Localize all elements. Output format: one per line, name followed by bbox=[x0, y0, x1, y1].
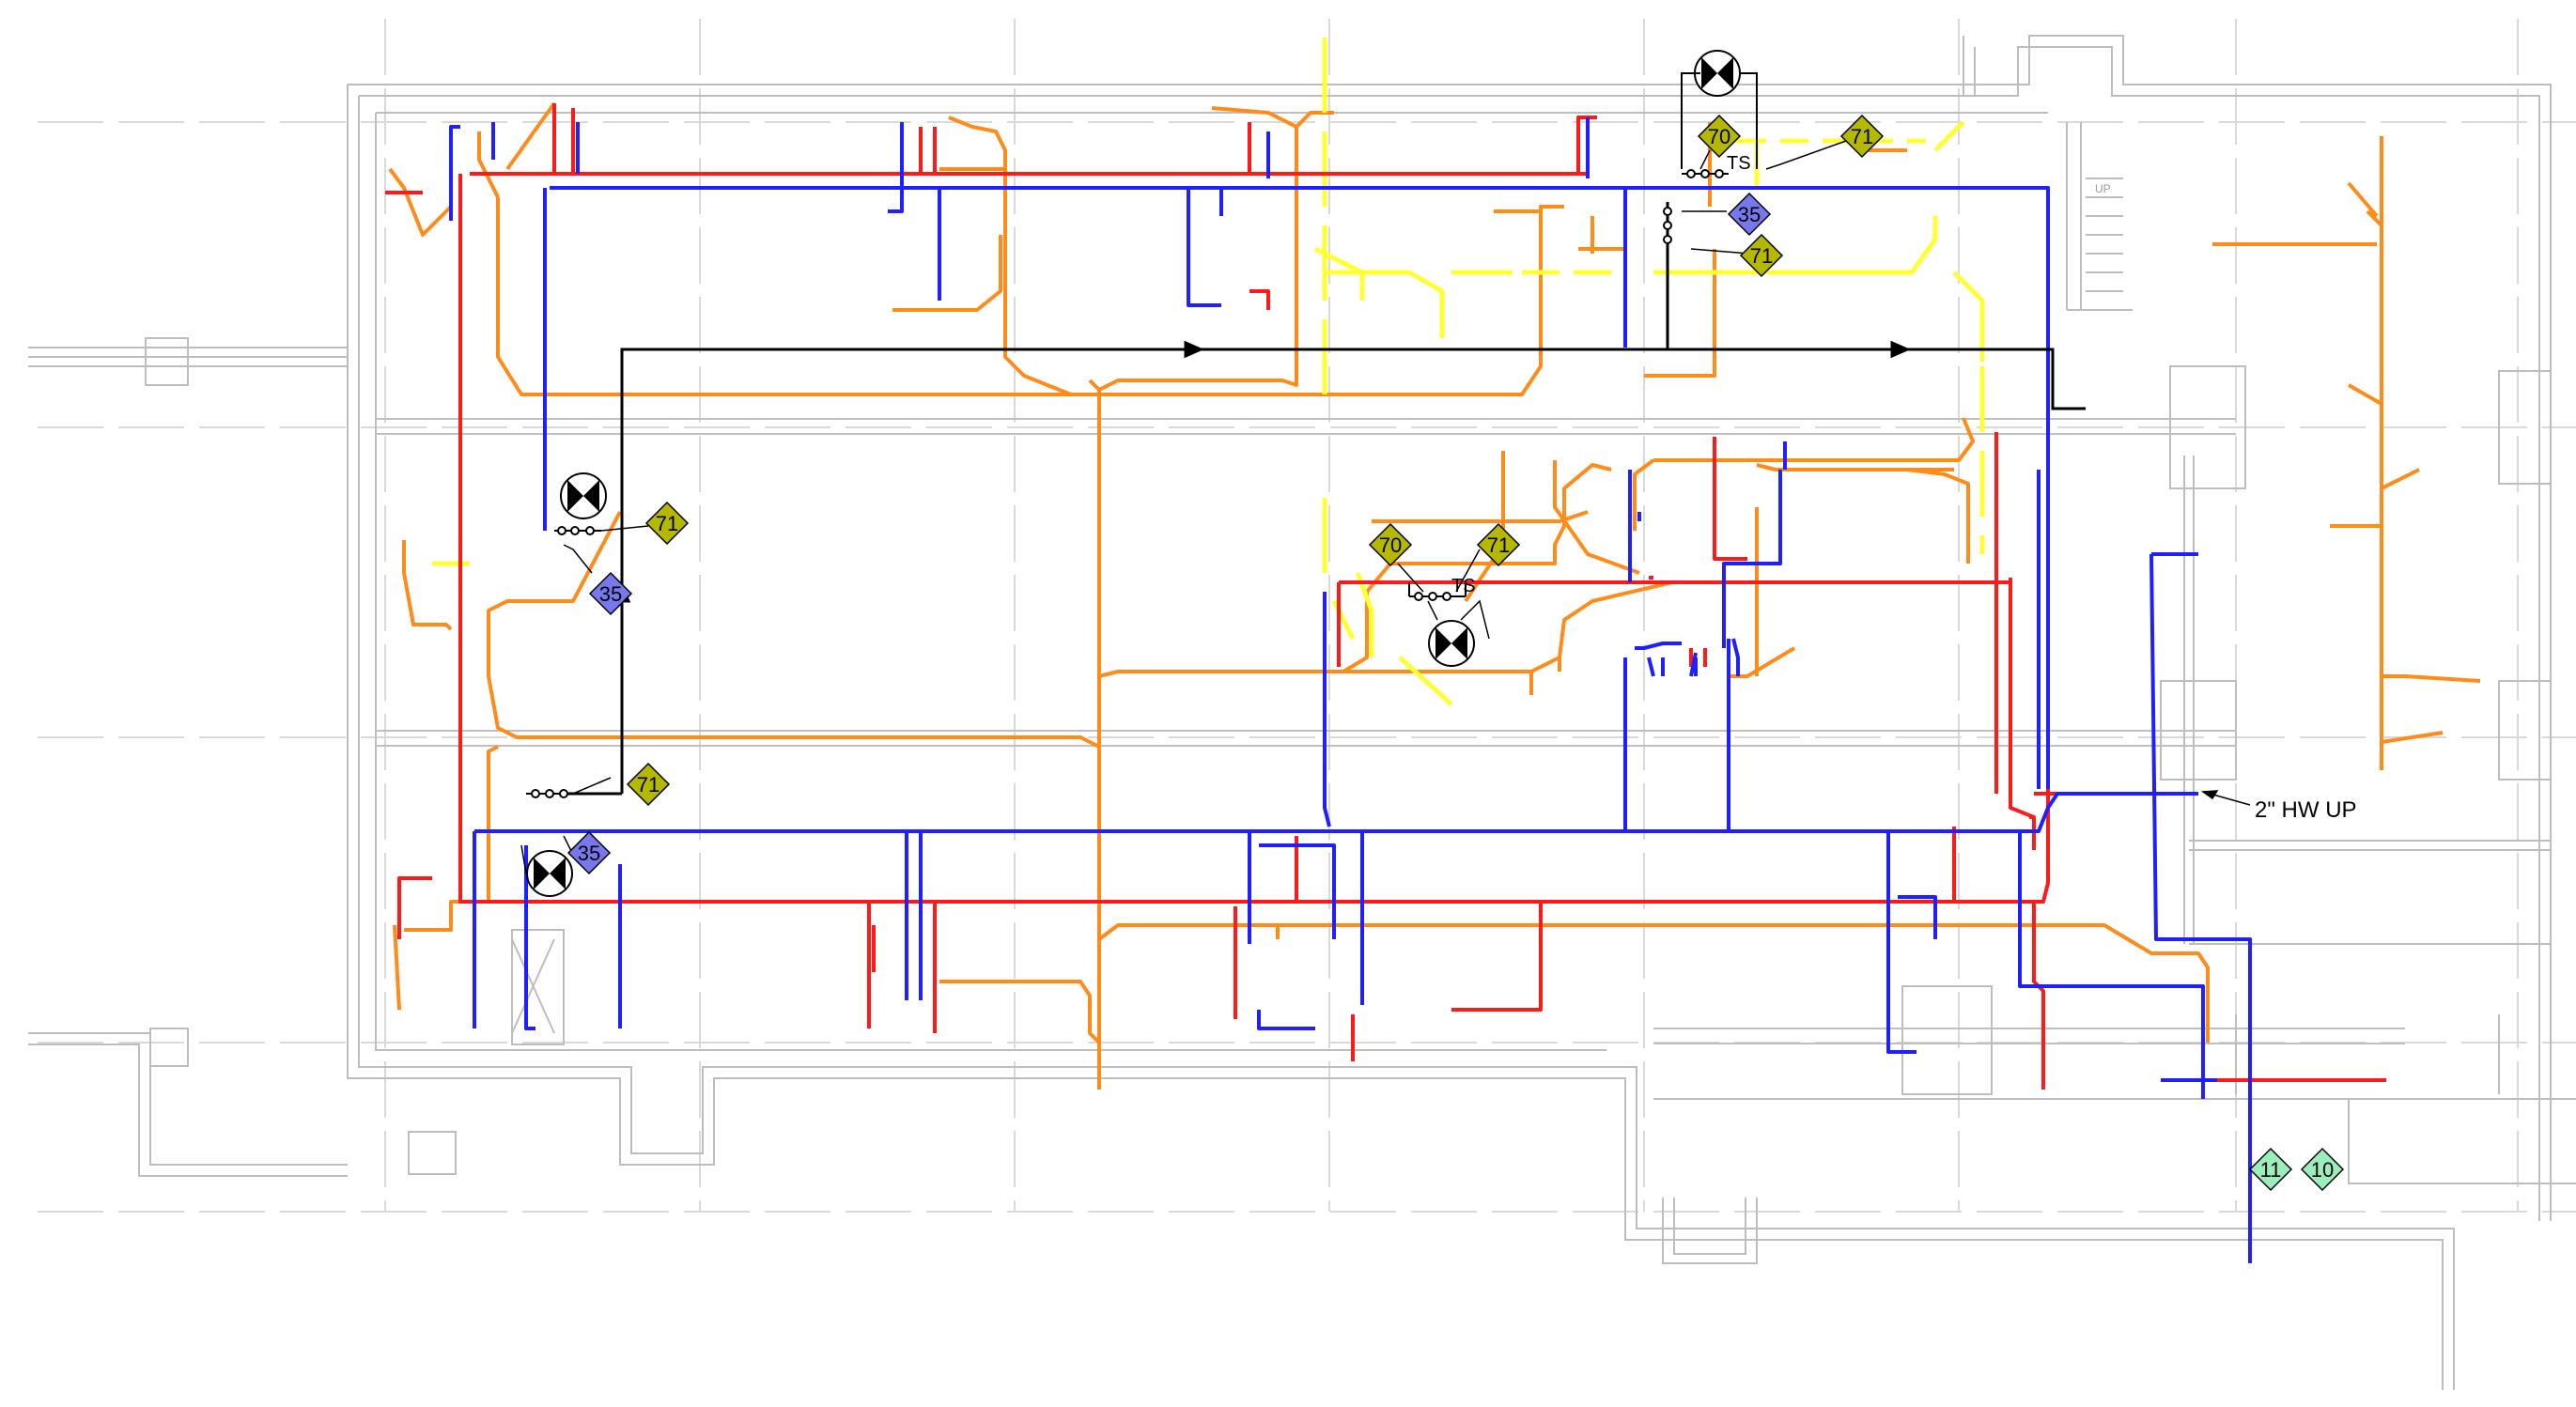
stair-up-label: UP bbox=[2095, 182, 2111, 195]
drain-symbol bbox=[560, 472, 607, 519]
tag: 35 bbox=[566, 830, 612, 875]
tag: 71 bbox=[644, 501, 690, 546]
tag: 10 bbox=[2300, 1147, 2345, 1192]
tag-label: 35 bbox=[599, 582, 622, 606]
hot-water-supply-piping bbox=[385, 103, 2386, 1090]
tags: 70 71 35 71 71 35 70 71 bbox=[566, 114, 2345, 1192]
ts-label: TS bbox=[1727, 153, 1751, 174]
tag: 70 bbox=[1368, 522, 1413, 567]
gas-piping bbox=[432, 38, 1985, 706]
tag: 70 bbox=[1697, 114, 1742, 159]
hot-water-return-piping bbox=[388, 101, 2481, 1090]
tag-label: 71 bbox=[637, 773, 660, 796]
tag-label: 71 bbox=[656, 512, 678, 535]
building-walls bbox=[28, 35, 2576, 1390]
grid-lines bbox=[38, 19, 2576, 1213]
tag-label: 35 bbox=[578, 842, 600, 865]
drain-symbol bbox=[1681, 50, 1758, 169]
tag: 71 bbox=[1476, 522, 1521, 567]
tag-label: 71 bbox=[1487, 533, 1510, 557]
tag: 11 bbox=[2248, 1147, 2293, 1192]
beams bbox=[376, 418, 2405, 1044]
annotations: UP TS TS 2" HW UP bbox=[1451, 153, 2357, 823]
tag-label: 11 bbox=[2260, 1158, 2282, 1182]
tag-label: 70 bbox=[1708, 125, 1730, 148]
tag-label: 10 bbox=[2311, 1158, 2334, 1182]
tag-label: 71 bbox=[1750, 244, 1773, 268]
drain-symbol bbox=[1428, 620, 1475, 667]
drain-symbol bbox=[526, 850, 573, 897]
leader-lines bbox=[520, 140, 2251, 874]
tag: 71 bbox=[1739, 233, 1784, 278]
tag-label: 70 bbox=[1379, 533, 1402, 557]
tag: 71 bbox=[626, 762, 671, 807]
tag-label: 35 bbox=[1738, 203, 1761, 226]
drain-symbols bbox=[526, 50, 1758, 897]
cold-water-piping bbox=[449, 117, 2252, 1263]
tag-label: 71 bbox=[1851, 125, 1873, 148]
tag: 35 bbox=[1727, 192, 1772, 237]
tag: 71 bbox=[1839, 114, 1885, 159]
ts-label: TS bbox=[1451, 576, 1476, 596]
valve-assemblies bbox=[526, 169, 1729, 798]
tag: 35 bbox=[588, 571, 633, 616]
hw-up-callout: 2" HW UP bbox=[2255, 797, 2357, 823]
